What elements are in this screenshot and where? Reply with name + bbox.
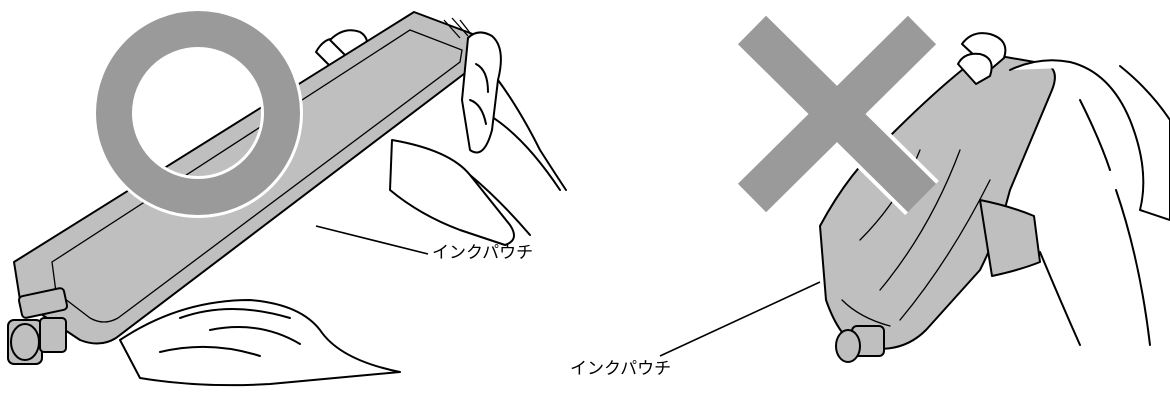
leader-line-right	[660, 282, 820, 356]
leader-line-left	[316, 226, 428, 254]
ink-pouch-label-right: インクパウチ	[570, 361, 671, 378]
gripping-hand-left	[462, 32, 566, 190]
pouch-spout-left	[8, 287, 68, 364]
bottom-hand-left	[120, 300, 400, 385]
cross-ng-icon	[752, 30, 922, 198]
ink-pouch-label-left: インクパウチ	[432, 245, 533, 262]
arm-right	[1040, 190, 1150, 345]
panel-incorrect	[660, 30, 1170, 362]
panel-correct	[8, 12, 566, 385]
pouch-spout-right	[836, 326, 884, 362]
